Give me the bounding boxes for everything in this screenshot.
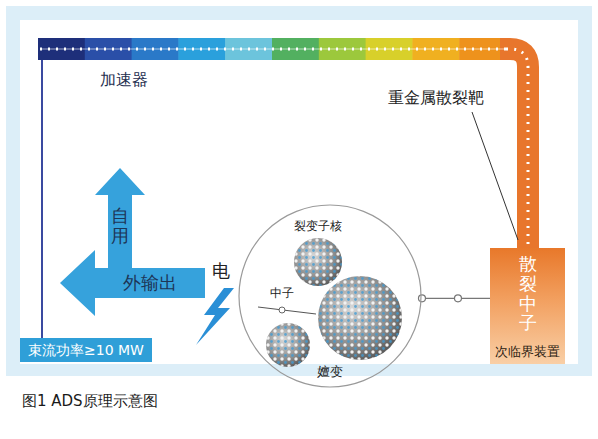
nucleus (294, 238, 342, 286)
beam-power-box: 束流功率≥10 MW (20, 338, 152, 362)
nucleus-node-outline (294, 238, 342, 286)
nucleus (318, 276, 402, 360)
up-arrow: 自用 (95, 168, 145, 270)
circle-label: 嬗变 (317, 364, 343, 380)
nucleus-node: 裂变子核 (294, 238, 342, 286)
connector-dot (418, 295, 425, 302)
part-label: 重金属散裂靶 (388, 88, 484, 107)
frame (6, 6, 592, 376)
arrow-shape (95, 168, 145, 270)
accelerator-segments (38, 38, 507, 60)
power-label: 束流功率≥10 MW (28, 341, 144, 359)
band-label: 加速器 (100, 70, 148, 91)
nucleus-label: 裂变子核 (288, 219, 348, 233)
beam-line (40, 49, 506, 50)
arrow-label: 外输出 (123, 272, 177, 294)
nucleus-texture (266, 323, 310, 367)
beam-bend (500, 49, 528, 250)
beam-dots (506, 49, 528, 250)
leader-line (472, 112, 518, 240)
neutron (279, 307, 285, 313)
nucleus-texture (318, 276, 402, 360)
beam-power-line (41, 60, 43, 340)
neutron-path (258, 307, 316, 314)
circle-outline (239, 205, 421, 387)
left-arrow: 外输出 (60, 250, 205, 316)
beam-dots (40, 48, 506, 51)
subcritical-device: 散裂中子次临界装置 (490, 248, 565, 364)
device-label: 散裂中子 (519, 254, 537, 333)
accelerator-band: 加速器 (38, 38, 506, 91)
nucleus-texture (294, 238, 342, 286)
process-circle: 嬗变 裂变子核 (238, 204, 422, 388)
leader-connector (418, 295, 490, 302)
part-label: 中子 (270, 286, 294, 300)
arrow-label: 自用 (111, 206, 129, 246)
device-label: 次临界装置 (495, 344, 560, 360)
nucleus (266, 323, 310, 367)
figure-caption: 图1 ADS原理示意图 (22, 392, 158, 411)
part-label: 电 (212, 260, 230, 282)
connector-dot (454, 295, 461, 302)
arrow-shape (60, 250, 205, 316)
panel (20, 20, 578, 364)
